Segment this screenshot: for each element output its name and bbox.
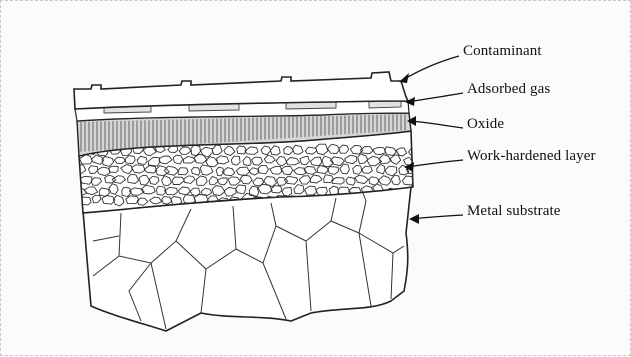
adsorbed-gas-label: Adsorbed gas <box>467 81 550 98</box>
adsorbed-gas-arrow <box>407 93 463 102</box>
work-hardened-label: Work-hardened layer <box>467 148 596 165</box>
work-hardened-arrow <box>406 160 463 167</box>
metal-substrate-label: Metal substrate <box>467 203 561 220</box>
contaminant-label: Contaminant <box>463 43 542 60</box>
oxide-arrow <box>409 121 463 128</box>
contaminant-arrow <box>401 56 459 81</box>
oxide-label: Oxide <box>467 116 504 133</box>
